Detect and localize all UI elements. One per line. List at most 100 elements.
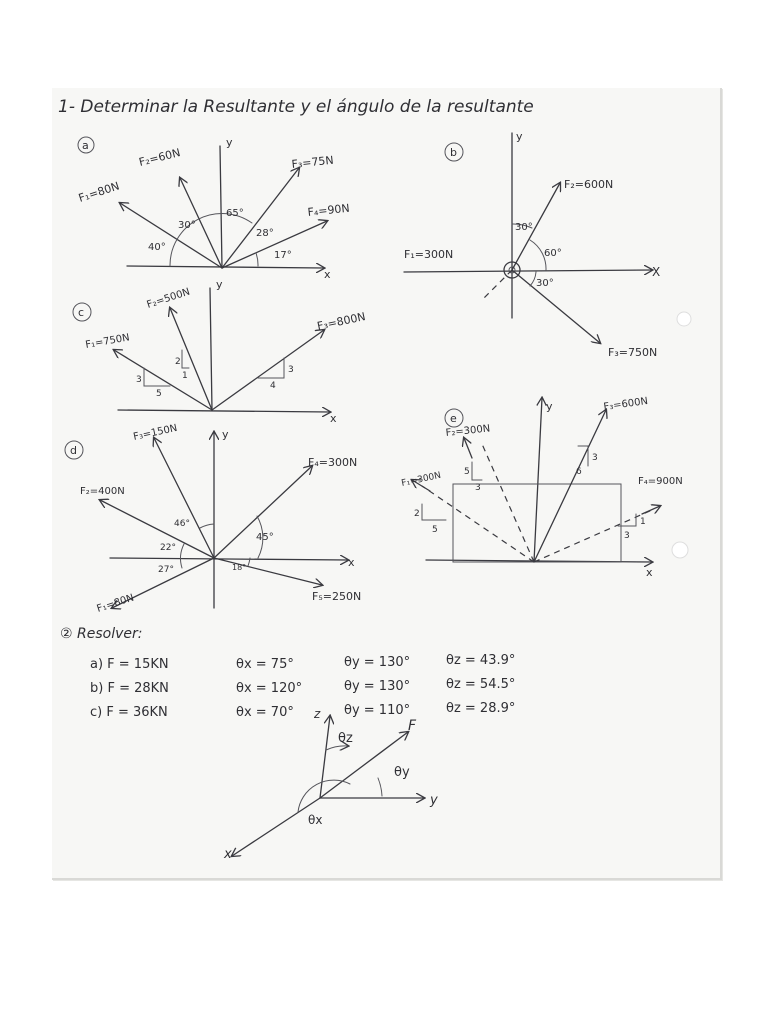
diagram-d-angle-3: 27° — [158, 565, 174, 575]
diagram-e-force-4-head — [641, 506, 660, 515]
axis-x-line — [232, 797, 321, 856]
diagram-a-angle-4: 28° — [256, 228, 274, 239]
worksheet-drawing: 1- Determinar la Resultante y el ángulo … — [58, 97, 692, 862]
diagram-b-x-label: X — [652, 265, 660, 279]
diagram-a-x-label: x — [324, 268, 331, 281]
theta-x-arc — [297, 779, 351, 813]
diagram-a: a x y F₁=80N F₂=60N F₃=75N F₄=90N 40° 30… — [77, 136, 350, 281]
diagram-d-angle-4: 45° — [256, 532, 274, 543]
diagram-d-angle-arc-4 — [247, 557, 251, 567]
row-a-theta-z: θz = 43.9° — [446, 653, 515, 668]
diagram-d-angle-arc-2 — [180, 543, 185, 569]
theta-z-label: θz — [338, 731, 353, 746]
punch-hole-middle — [671, 541, 689, 559]
diagram-b-force-1-label: F₁=300N — [404, 248, 453, 261]
diagram-e-force-3 — [533, 410, 606, 563]
theta-y-label: θy — [394, 765, 410, 780]
diagram-c-tag-circle — [72, 302, 92, 322]
row-c-theta-x: θx = 70° — [236, 705, 294, 720]
diagram-d-force-3 — [154, 438, 215, 559]
theta-y-arc — [377, 777, 383, 797]
diagram-a-angle-5: 17° — [274, 250, 292, 261]
diagram-e-force-2-label: F₂=300N — [445, 423, 491, 439]
diagram-e-slope-4 — [617, 513, 637, 527]
diagram-b-force-3-label: F₃=750N — [608, 346, 657, 359]
diagram-c-slope-3-rise: 3 — [288, 365, 294, 375]
diagram-c-force-3 — [211, 330, 324, 411]
diagram-b-tag-circle — [444, 142, 464, 162]
diagram-e-tag: e — [450, 412, 457, 425]
diagram-c-force-1-label: F₁=750N — [85, 332, 131, 351]
diagram-e-slope-2 — [471, 461, 483, 481]
diagram-a-tag-circle — [77, 136, 95, 154]
diagram-c-force-2 — [170, 308, 213, 411]
diagram-e-tag-circle — [444, 408, 464, 428]
diagram-c-slope-3 — [257, 357, 285, 379]
diagram-a-force-2 — [180, 178, 223, 269]
punch-hole-top — [676, 311, 692, 327]
worksheet-page: 1- Determinar la Resultante y el ángulo … — [52, 88, 722, 880]
diagram-b-dashed-reference — [481, 269, 513, 301]
diagram-c-slope-1-rise: 3 — [136, 375, 142, 385]
diagram-d-y-label: y — [222, 428, 229, 441]
diagram-c-slope-2-run: 1 — [182, 371, 188, 381]
diagram-b-x-axis — [403, 270, 652, 272]
row-c-theta-z: θz = 28.9° — [446, 701, 515, 716]
diagram-c-slope-1-run: 5 — [156, 389, 162, 399]
row-b-theta-x: θx = 120° — [236, 681, 302, 696]
diagram-c-x-axis — [117, 410, 330, 412]
diagram-e-y-axis — [533, 398, 542, 563]
diagram-a-angle-arc — [169, 213, 253, 267]
diagram-b-angle-arc-1 — [511, 223, 533, 229]
axis-z-label: z — [313, 707, 321, 721]
diagram-c-y-axis — [209, 287, 213, 411]
diagram-a-force-3-label: F₃=75N — [291, 154, 334, 171]
diagram-d-force-2 — [100, 500, 215, 559]
diagram-a-force-4-label: F₄=90N — [307, 202, 350, 219]
force-vector-line — [319, 732, 408, 799]
diagram-b-tag: b — [450, 146, 457, 159]
diagram-c-slope-3-run: 4 — [270, 381, 276, 391]
diagram-c-tag: c — [78, 306, 84, 319]
diagram-d-force-2-label: F₂=400N — [80, 486, 125, 497]
diagram-c-slope-2 — [181, 349, 190, 369]
diagram-e-slope-4-run: 3 — [624, 531, 630, 541]
diagram-e-force-4-line — [533, 509, 653, 563]
diagram-a-force-1 — [120, 203, 223, 269]
diagram-d-force-1 — [112, 557, 215, 608]
diagram-b-force-2 — [511, 183, 560, 271]
row-b-label: b) F = 28KN — [90, 681, 169, 696]
diagram-b-angle-arc-2 — [529, 239, 547, 271]
diagram-e-y-label: y — [546, 400, 553, 413]
theta-z-arc — [325, 746, 348, 750]
diagram-d-tag-circle — [64, 440, 84, 460]
section-2: ② Resolver: a) F = 15KN θx = 75° θy = 13… — [60, 626, 515, 862]
diagram-c: c x y F₁=750N F₂=500N F₃=800N 3 5 2 1 3 … — [72, 278, 367, 425]
diagram-a-angle-1: 40° — [148, 242, 166, 253]
diagram-e-force-2-head — [464, 438, 473, 459]
diagram-a-angle-arc-small — [255, 252, 259, 267]
diagram-e-slope-3 — [577, 445, 589, 467]
diagram-d-force-4-label: F₄=300N — [308, 456, 357, 469]
diagram-c-slope-1 — [143, 367, 171, 387]
diagram-a-force-2-label: F₂=60N — [138, 146, 182, 169]
diagram-b: b X y F₁=300N F₂=600N F₃=750N 30° 60° 30… — [403, 130, 660, 359]
diagram-e-box — [452, 483, 622, 563]
force-label: F — [408, 718, 417, 734]
diagram-a-tag: a — [82, 139, 89, 152]
diagram-a-y-label: y — [226, 136, 233, 149]
row-b-theta-y: θy = 130° — [344, 679, 410, 694]
diagram-e-slope-1-rise: 2 — [414, 509, 420, 519]
diagram-c-slope-2-rise: 2 — [175, 357, 181, 367]
diagram-d-tag: d — [70, 444, 77, 457]
axis-y-label: y — [429, 793, 438, 808]
row-a-theta-y: θy = 130° — [344, 655, 410, 670]
row-a-label: a) F = 15KN — [90, 657, 169, 672]
diagram-b-ring-center — [508, 266, 516, 274]
diagram-b-force-3 — [511, 269, 600, 343]
diagram-b-angle-2: 60° — [544, 248, 562, 259]
diagram-b-angle-arc-3 — [529, 271, 537, 287]
diagram-c-force-2-label: F₂=500N — [146, 287, 192, 311]
row-b-theta-z: θz = 54.5° — [446, 677, 515, 692]
section-2-heading: ② Resolver: — [60, 626, 142, 642]
